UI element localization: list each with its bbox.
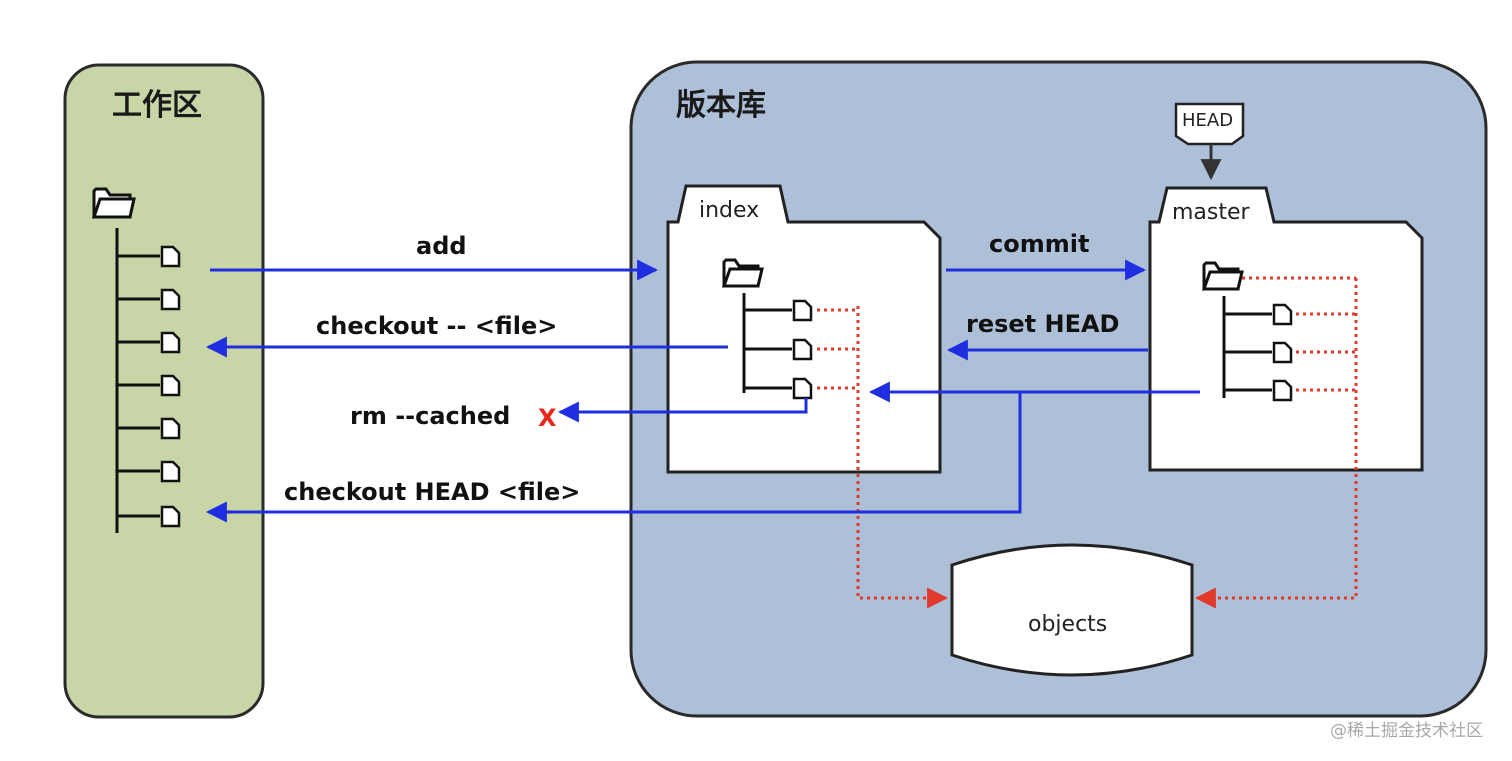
master-objects-links bbox=[1194, 276, 1358, 609]
reset-head-label: reset HEAD bbox=[966, 310, 1119, 338]
workspace-file-list bbox=[117, 245, 181, 528]
master-file-list bbox=[1224, 303, 1293, 402]
workspace-title: 工作区 bbox=[112, 88, 202, 123]
workspace-file-icon bbox=[160, 245, 181, 268]
workspace-file-icon bbox=[160, 374, 181, 397]
repository-title: 版本库 bbox=[676, 88, 766, 123]
objects-label: objects bbox=[1028, 612, 1107, 637]
master-label: master bbox=[1172, 200, 1251, 225]
index-objects-links bbox=[817, 306, 949, 609]
master-box: master bbox=[1148, 186, 1424, 472]
workspace-file-icon bbox=[160, 288, 181, 311]
index-label: index bbox=[699, 198, 759, 223]
index-file-icon bbox=[792, 299, 813, 322]
workspace-file-icon bbox=[160, 331, 181, 354]
master-file-icon bbox=[1272, 379, 1293, 402]
objects-store: objects bbox=[950, 543, 1194, 677]
index-file-icon bbox=[792, 338, 813, 361]
rm-cached-cross-mark: X bbox=[538, 404, 557, 432]
rm-cached-arrow bbox=[557, 398, 808, 423]
checkout-file-label: checkout -- <file> bbox=[316, 312, 557, 340]
checkout-head-file-arrow bbox=[205, 392, 1022, 523]
master-folder-icon bbox=[1201, 261, 1244, 291]
master-file-icon bbox=[1272, 341, 1293, 364]
head-label: HEAD bbox=[1182, 110, 1233, 131]
head-pointer: HEAD bbox=[1174, 102, 1245, 181]
workspace-file-icon bbox=[160, 505, 181, 528]
workspace-file-icon bbox=[160, 417, 181, 440]
index-file-list bbox=[744, 299, 813, 400]
index-file-icon bbox=[792, 377, 813, 400]
rm-cached-label: rm --cached bbox=[350, 402, 510, 430]
watermark: @稀土掘金技术社区 bbox=[1330, 721, 1483, 741]
master-file-icon bbox=[1272, 303, 1293, 326]
index-folder-icon bbox=[721, 258, 764, 288]
add-label: add bbox=[416, 232, 467, 260]
checkout-head-file-label: checkout HEAD <file> bbox=[284, 478, 580, 506]
workspace-file-icon bbox=[160, 460, 181, 483]
workspace-folder-icon bbox=[91, 187, 136, 219]
index-box: index bbox=[666, 184, 942, 474]
commit-label: commit bbox=[989, 230, 1089, 258]
